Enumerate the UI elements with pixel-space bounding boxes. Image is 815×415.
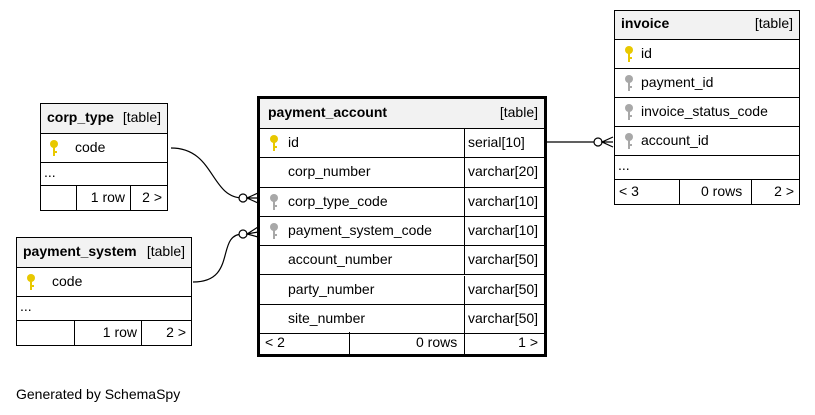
foreign-key-icon: [625, 104, 633, 120]
primary-key-icon: [50, 140, 58, 156]
row-count: 1 row: [102, 324, 137, 340]
table-header: invoice [table]: [615, 11, 799, 40]
table-kind-label: [table]: [122, 109, 161, 125]
table-kind-label: [table]: [754, 15, 793, 31]
column-name: account_id: [641, 132, 709, 148]
column-name: corp_type_code: [288, 192, 388, 209]
table-footer: < 3 0 rows 2 >: [615, 180, 799, 204]
table-name: corp_type: [47, 109, 114, 125]
column-row[interactable]: payment_system_code varchar[10]: [260, 216, 544, 247]
table-name: invoice: [621, 15, 670, 31]
ellipsis-row: ...: [615, 156, 799, 180]
table-header: payment_system [table]: [17, 238, 191, 268]
children-link[interactable]: 2 >: [142, 189, 162, 205]
table-kind-label: [table]: [146, 243, 185, 259]
column-row[interactable]: code: [17, 268, 191, 297]
ellipsis: ...: [44, 164, 56, 180]
table-footer: < 2 0 rows 1 >: [260, 332, 544, 354]
column-type: varchar[10]: [468, 221, 539, 238]
table-kind-label: [table]: [499, 104, 538, 120]
column-name: payment_system_code: [288, 221, 432, 238]
table-header: payment_account [table]: [260, 99, 544, 129]
column-name: code: [75, 139, 106, 155]
column-row[interactable]: payment_id: [615, 69, 799, 98]
children-link[interactable]: 1 >: [518, 334, 538, 350]
column-type: varchar[50]: [468, 309, 539, 326]
column-type: varchar[50]: [468, 280, 539, 297]
ellipsis: ...: [618, 157, 630, 173]
parents-link[interactable]: < 3: [619, 183, 639, 199]
column-row[interactable]: code: [41, 134, 167, 163]
column-type: varchar[20]: [468, 163, 539, 180]
row-count: 1 row: [90, 189, 125, 205]
column-row[interactable]: invoice_status_code: [615, 98, 799, 127]
column-row[interactable]: site_number varchar[50]: [260, 304, 544, 335]
foreign-key-icon: [270, 193, 278, 210]
row-count: 0 rows: [701, 183, 743, 199]
foreign-key-icon: [270, 222, 278, 239]
table-header: corp_type [table]: [41, 104, 167, 134]
table-footer: 1 row 2 >: [17, 321, 191, 345]
table-payment-system[interactable]: payment_system [table] code ... 1 row 2 …: [16, 237, 192, 346]
column-name: invoice_status_code: [641, 103, 768, 119]
edge-payment-system-to-payment-account: [192, 233, 244, 283]
foreign-key-icon: [625, 75, 633, 91]
ellipsis-row: ...: [41, 163, 167, 186]
edge-corp-type-to-payment-account: [170, 147, 244, 199]
column-name: id: [288, 134, 299, 150]
foreign-key-icon: [625, 133, 633, 149]
column-name: code: [52, 273, 83, 289]
primary-key-icon: [270, 135, 278, 151]
table-name: payment_system: [23, 243, 137, 259]
table-footer: 1 row 2 >: [41, 186, 167, 210]
column-row[interactable]: corp_number varchar[20]: [260, 158, 544, 188]
column-row[interactable]: corp_type_code varchar[10]: [260, 187, 544, 217]
column-name: site_number: [288, 309, 366, 326]
column-name: payment_id: [641, 74, 714, 90]
children-link[interactable]: 2 >: [166, 324, 186, 340]
table-invoice[interactable]: invoice [table] id payment_id invoice_stat…: [614, 10, 800, 205]
children-link[interactable]: 2 >: [774, 183, 794, 199]
edge-crowfoot: [600, 136, 614, 148]
ellipsis: ...: [20, 298, 32, 314]
column-name: corp_number: [288, 163, 371, 180]
column-type: varchar[50]: [468, 251, 539, 268]
parents-link[interactable]: < 2: [265, 334, 285, 350]
table-corp-type[interactable]: corp_type [table] code ... 1 row 2 >: [40, 103, 168, 211]
column-type: serial[10]: [468, 134, 525, 150]
column-name: account_number: [288, 251, 393, 268]
generated-by-text: Generated by SchemaSpy: [16, 386, 181, 402]
column-row[interactable]: account_id: [615, 127, 799, 156]
column-row[interactable]: account_number varchar[50]: [260, 246, 544, 276]
row-count: 0 rows: [416, 334, 458, 350]
primary-key-icon: [27, 274, 35, 290]
table-name: payment_account: [268, 104, 388, 120]
column-name: party_number: [288, 280, 375, 297]
edge-crowfoot: [245, 226, 259, 238]
column-type: varchar[10]: [468, 192, 539, 209]
table-payment-account[interactable]: payment_account [table] id serial[10] corp…: [257, 96, 547, 357]
primary-key-icon: [625, 46, 633, 62]
edge-crowfoot: [245, 192, 259, 204]
column-row[interactable]: id: [615, 40, 799, 69]
column-name: id: [641, 45, 652, 61]
edge-end-circle: [238, 229, 248, 239]
column-row[interactable]: party_number varchar[50]: [260, 275, 544, 305]
ellipsis-row: ...: [17, 297, 191, 321]
column-row[interactable]: id serial[10]: [260, 129, 544, 159]
